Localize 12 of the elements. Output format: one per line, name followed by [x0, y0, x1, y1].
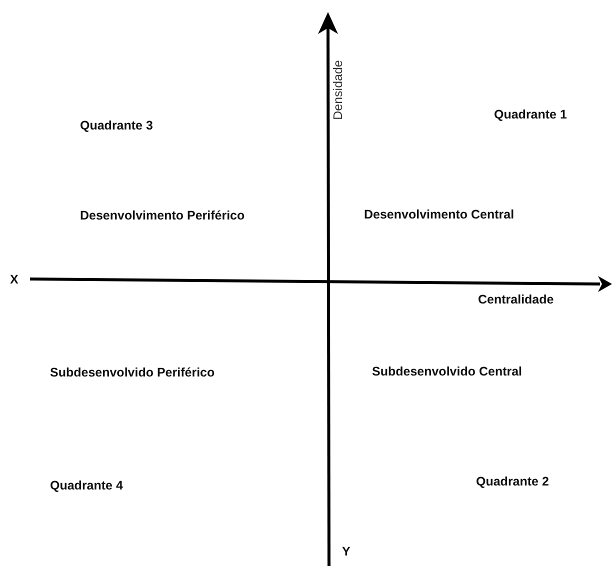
- axis-label: Y: [342, 544, 350, 560]
- axis-title: Densidade: [331, 60, 346, 120]
- quadrant-label: Subdesenvolvido Periférico: [50, 366, 215, 380]
- quadrant-label: Desenvolvimento Periférico: [80, 208, 245, 224]
- quadrant-label: Desenvolvimento Central: [364, 208, 514, 222]
- quadrant-label: Quadrante 3: [80, 118, 153, 134]
- axis-title: Centralidade: [478, 292, 554, 308]
- quadrant-label: Quadrante 1: [494, 108, 567, 122]
- axis-label: X: [10, 272, 18, 288]
- quadrant-label: Quadrante 4: [50, 478, 123, 494]
- quadrant-label: Quadrante 2: [476, 474, 549, 490]
- quadrant-label: Subdesenvolvido Central: [372, 364, 522, 380]
